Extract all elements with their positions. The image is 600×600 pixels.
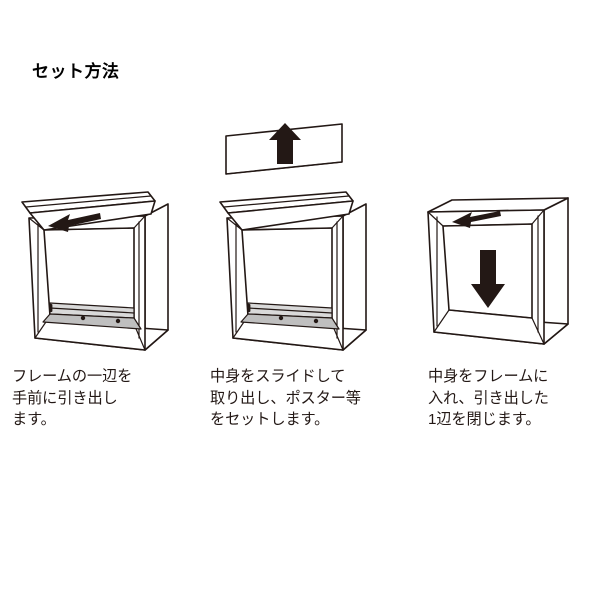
step-3-figure	[420, 118, 600, 358]
step-1-caption: フレームの一辺を 手前に引き出し ます。	[12, 368, 133, 429]
step-1: フレームの一辺を 手前に引き出し ます。	[8, 118, 204, 458]
step-2-figure	[206, 118, 402, 358]
frame-open-top-edge-illustration	[21, 191, 169, 351]
step-3: 中身をフレームに 入れ、引き出した 1辺を閉じます。	[420, 118, 600, 458]
insert-down-arrow	[471, 250, 505, 308]
steps-container: フレームの一辺を 手前に引き出し ます。	[0, 118, 600, 458]
step-1-figure	[8, 118, 204, 358]
step-2: 中身をスライドして 取り出し、ポスター等 をセットします。	[206, 118, 402, 458]
frame-closed-insert-in-illustration	[427, 197, 569, 345]
page-title: セット方法	[32, 62, 120, 81]
step-2-caption: 中身をスライドして 取り出し、ポスター等 をセットします。	[210, 368, 361, 429]
close-edge-arrow	[452, 211, 501, 228]
frame-slide-out-insert-illustration	[219, 123, 367, 351]
slide-up-arrow	[269, 123, 301, 164]
step-3-caption: 中身をフレームに 入れ、引き出した 1辺を閉じます。	[428, 368, 549, 429]
pull-forward-arrow	[48, 213, 101, 232]
